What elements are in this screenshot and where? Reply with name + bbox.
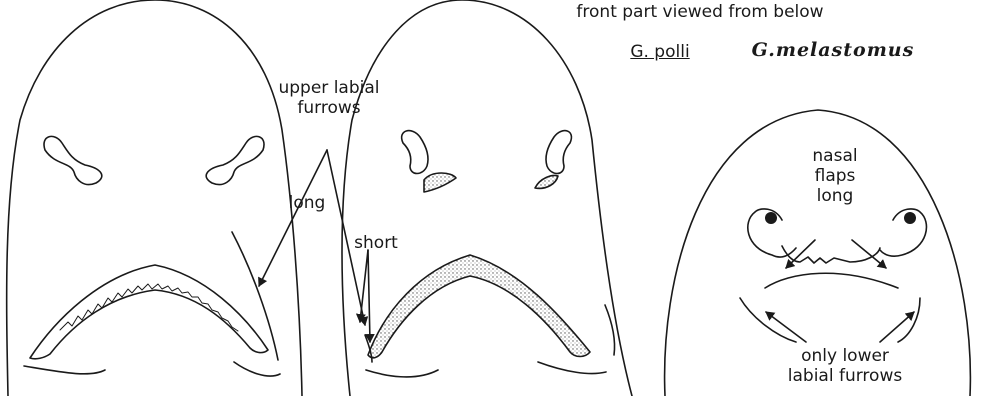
view-label: front part viewed from below bbox=[510, 2, 890, 22]
species-label-melastomus: G.melastomus bbox=[738, 40, 928, 60]
label-short: short bbox=[346, 233, 406, 253]
label-nasal-flaps: nasal flaps long bbox=[795, 146, 875, 206]
nostril-right-melastomus bbox=[880, 209, 926, 256]
nostril-right-flap-short bbox=[535, 176, 558, 189]
head-polli bbox=[7, 0, 302, 396]
nostril-right-eye-melastomus bbox=[904, 212, 916, 224]
nostril-right-polli bbox=[206, 136, 264, 184]
mouth-short bbox=[368, 255, 590, 358]
arrow-lower-right bbox=[880, 312, 914, 342]
head-short bbox=[342, 0, 632, 396]
nostril-left-eye-melastomus bbox=[765, 212, 777, 224]
edge-mark-short bbox=[605, 305, 615, 355]
lower-labial-furrow-left-short bbox=[366, 370, 438, 377]
nostril-left-flap-short bbox=[424, 173, 456, 192]
arrow-long bbox=[259, 150, 327, 286]
nasal-curtain-melastomus bbox=[782, 246, 880, 263]
label-lower-labial-furrows: only lower labial furrows bbox=[760, 346, 930, 386]
mouth-polli bbox=[30, 265, 268, 359]
species-label-polli: G. polli bbox=[610, 42, 710, 62]
lower-labial-furrow-left-melastomus bbox=[740, 298, 796, 342]
upper-labial-furrow-polli bbox=[232, 232, 278, 360]
label-upper-labial-furrows: upper labial furrows bbox=[254, 78, 404, 118]
lower-labial-furrow-left-polli bbox=[24, 366, 105, 374]
nostril-left-short bbox=[402, 131, 428, 174]
arrow-nasal-right bbox=[852, 240, 886, 268]
arrow-short-a bbox=[360, 250, 368, 322]
arrow-short-b bbox=[368, 250, 370, 342]
nostril-left-polli bbox=[44, 136, 102, 184]
nostril-right-short bbox=[546, 131, 571, 174]
mouth-melastomus bbox=[765, 273, 898, 288]
lower-labial-furrow-right-polli bbox=[234, 362, 280, 376]
lower-labial-furrow-right-short bbox=[538, 362, 606, 374]
label-long: long bbox=[277, 193, 337, 213]
lower-labial-furrow-right-melastomus bbox=[898, 298, 920, 342]
